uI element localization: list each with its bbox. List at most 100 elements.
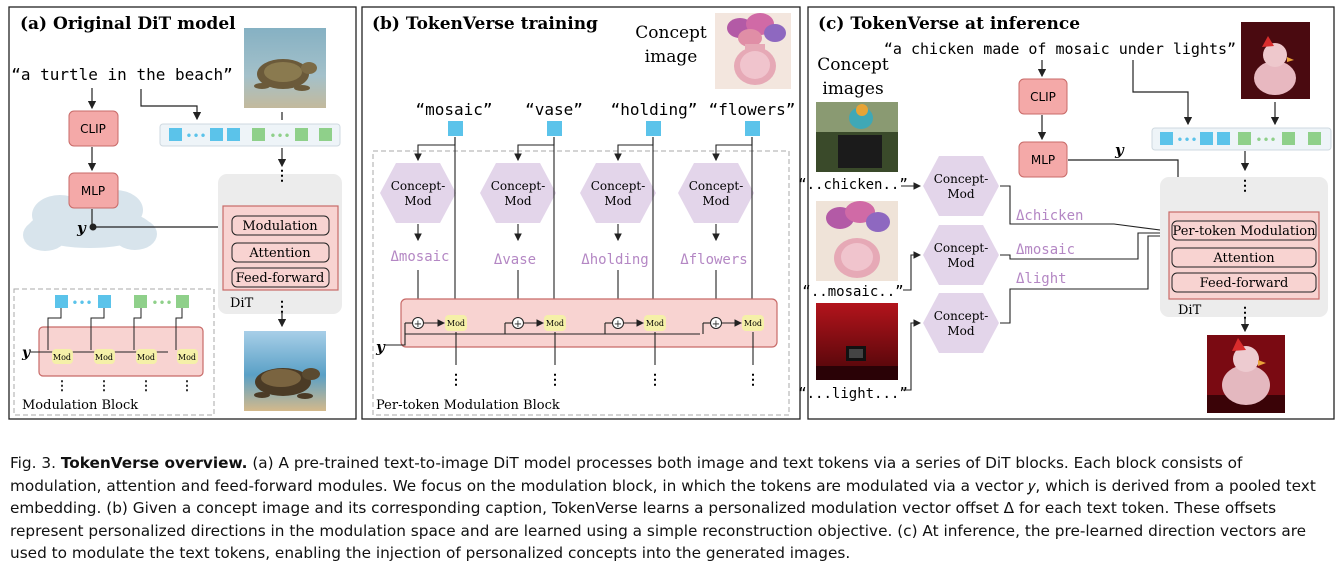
svg-text:•••: ••• (269, 129, 290, 143)
dit-label: DiT (230, 296, 254, 311)
svg-text:Mod: Mod (53, 353, 71, 362)
mod-block-y-label: y (21, 345, 31, 361)
concept-mod-hex-c (923, 156, 999, 353)
svg-text:Mod: Mod (504, 194, 532, 208)
svg-text:⋮: ⋮ (1238, 305, 1252, 321)
svg-text:•••: ••• (1176, 133, 1197, 147)
svg-text:Mod: Mod (947, 324, 975, 338)
modulation-block-label: Modulation Block (22, 398, 138, 413)
svg-text:Concept-: Concept- (591, 179, 646, 193)
svg-text:Mod: Mod (137, 353, 155, 362)
mlp-label: MLP (81, 184, 105, 198)
svg-text:Mod: Mod (947, 256, 975, 270)
noisy-turtle-image (244, 28, 326, 108)
attention-label-c: Attention (1212, 251, 1275, 266)
svg-text:•••: ••• (151, 296, 172, 310)
panel-c-y-label: y (1114, 141, 1125, 159)
mod-chip-a3: Mod (136, 349, 157, 364)
modulation-block-frame (13, 288, 215, 416)
svg-text:Concept-: Concept- (934, 172, 989, 186)
figure-caption: Fig. 3. TokenVerse overview. (a) A pre-t… (10, 452, 1332, 565)
mlp-box-c (1018, 141, 1068, 178)
svg-text:•••: ••• (71, 296, 92, 310)
svg-text:+: + (614, 319, 622, 330)
panel-a: (a) Original DiT model “a turtle in the … (8, 6, 357, 420)
panel-b-y-label: y (375, 338, 386, 356)
svg-text:+: + (414, 319, 422, 330)
svg-text:+: + (712, 319, 720, 330)
svg-text:⋮: ⋮ (140, 379, 153, 394)
svg-text:Mod: Mod (604, 194, 632, 208)
svg-text:Mod: Mod (447, 319, 465, 328)
clip-box (68, 110, 119, 147)
token-label-vase: “vase” (525, 100, 583, 119)
per-token-block-label: Per-token Modulation Block (376, 398, 560, 413)
feed-forward-box (231, 267, 330, 288)
panel-c: (c) TokenVerse at inference “a chicken m… (798, 6, 1335, 420)
mod-chip-b4 (742, 315, 764, 331)
feed-forward-box-c (1171, 272, 1317, 293)
figure-caption-title: TokenVerse overview. (60, 454, 248, 472)
mod-chip-a2: Mod (94, 349, 115, 364)
figure-number: Fig. 3. (10, 454, 56, 472)
svg-text:Mod: Mod (404, 194, 432, 208)
svg-text:Mod: Mod (947, 187, 975, 201)
delta-mosaic-c: Δmosaic (1016, 242, 1075, 258)
svg-text:Mod: Mod (95, 353, 113, 362)
dit-label-c: DiT (1178, 303, 1202, 318)
chicken-mosaic-image-bottom (1207, 335, 1285, 413)
feed-forward-label-c: Feed-forward (1200, 276, 1289, 291)
clip-box-c (1018, 78, 1068, 115)
y-label: y (76, 219, 87, 237)
caption-mosaic: “..mosaic..” (802, 284, 903, 300)
per-token-mod-box (1171, 220, 1317, 241)
mod-chip-b1 (445, 315, 467, 331)
svg-text:Mod: Mod (546, 319, 564, 328)
svg-text:⋮: ⋮ (548, 372, 562, 388)
concept-images-label-2: images (822, 79, 883, 99)
delta-holding: Δholding (581, 252, 648, 268)
svg-text:Concept-: Concept- (689, 179, 744, 193)
svg-text:Mod: Mod (744, 319, 762, 328)
svg-text:+: + (514, 319, 522, 330)
delta-chicken: Δchicken (1016, 208, 1083, 224)
svg-text:Concept-: Concept- (934, 241, 989, 255)
svg-text:⋮: ⋮ (98, 379, 111, 394)
panel-c-prompt: “a chicken made of mosaic under lights” (884, 40, 1236, 58)
feed-forward-label: Feed-forward (236, 271, 325, 286)
panel-a-title: (a) Original DiT model (20, 14, 236, 34)
tokenverse-figure: (a) Original DiT model “a turtle in the … (8, 6, 1335, 420)
svg-text:Concept-: Concept- (491, 179, 546, 193)
mod-chip-a4: Mod (177, 349, 198, 364)
per-token-mod-label: Per-token Modulation (1173, 224, 1317, 239)
attention-label: Attention (248, 246, 311, 261)
svg-text:Mod: Mod (646, 319, 664, 328)
svg-text:⋮: ⋮ (648, 372, 662, 388)
svg-text:•••: ••• (1255, 133, 1276, 147)
token-label-flowers: “flowers” (709, 100, 796, 119)
chicken-mosaic-image-top (1241, 22, 1310, 99)
clip-label-c: CLIP (1030, 90, 1056, 104)
mod-chip-a1: Mod (52, 349, 73, 364)
token-label-mosaic: “mosaic” (415, 100, 492, 119)
concept-images-label-1: Concept (817, 55, 889, 75)
concept-image-label-1: Concept (635, 23, 707, 43)
svg-text:Concept-: Concept- (391, 179, 446, 193)
svg-text:Mod: Mod (178, 353, 196, 362)
svg-text:⋮: ⋮ (746, 372, 760, 388)
delta-light: Δlight (1016, 271, 1067, 287)
concept-image-label-2: image (645, 47, 698, 67)
per-token-block-frame (372, 150, 790, 416)
turtle-output-image (244, 331, 326, 411)
mod-chip-b2 (544, 315, 566, 331)
svg-text:⋮: ⋮ (275, 168, 289, 184)
mlp-label-c: MLP (1031, 153, 1055, 167)
vase-concept-image (715, 13, 791, 89)
token-label-holding: “holding” (611, 100, 698, 119)
svg-text:⋮: ⋮ (1238, 178, 1252, 194)
svg-text:Mod: Mod (702, 194, 730, 208)
panel-b: (b) TokenVerse training Concept image “m… (361, 6, 801, 420)
svg-text:⋮: ⋮ (275, 299, 289, 315)
mlp-box (68, 172, 119, 209)
panel-b-title: (b) TokenVerse training (372, 14, 598, 34)
